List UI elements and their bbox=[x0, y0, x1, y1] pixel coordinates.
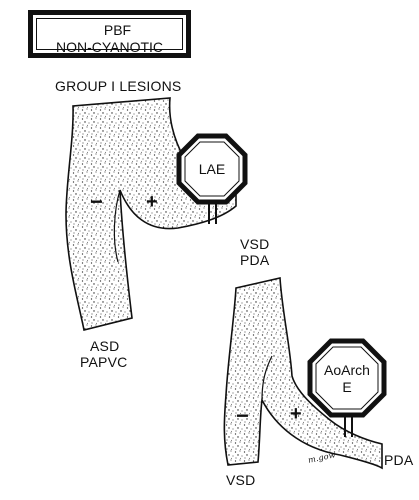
group-title: GROUP I LESIONS bbox=[55, 78, 182, 94]
upper-plus-sign: + bbox=[146, 191, 158, 213]
lower-vessel-split-line bbox=[261, 355, 273, 401]
header-box: PBF NON-CYANOTIC bbox=[28, 10, 191, 58]
upper-right-label-2: PDA bbox=[240, 252, 270, 268]
lower-stop-sign bbox=[307, 338, 387, 418]
header-box-inner: PBF NON-CYANOTIC bbox=[36, 18, 183, 55]
lower-plus-sign: + bbox=[290, 403, 302, 425]
lower-sign-label: AoArch E bbox=[310, 362, 384, 396]
lower-stop-sign-inner bbox=[315, 346, 379, 410]
lower-right-label: PDA bbox=[384, 452, 414, 468]
upper-vessel-split-line bbox=[113, 189, 121, 263]
upper-bottom-label-2: PAPVC bbox=[80, 354, 128, 370]
lower-vessel-shape bbox=[223, 277, 383, 470]
upper-sign-label: LAE bbox=[198, 161, 226, 177]
upper-stop-sign bbox=[176, 133, 248, 205]
upper-minus-sign: − bbox=[90, 189, 104, 214]
lower-minus-sign: − bbox=[236, 403, 250, 428]
upper-right-label-1: VSD bbox=[240, 236, 270, 252]
upper-stop-sign-inner bbox=[184, 141, 240, 197]
lower-sign-label-1: AoArch bbox=[324, 362, 370, 378]
header-line-1: PBF bbox=[103, 22, 132, 38]
lower-left-label: VSD bbox=[226, 472, 256, 488]
header-line-2: NON-CYANOTIC bbox=[55, 39, 164, 55]
upper-vessel-shape bbox=[65, 97, 237, 331]
lower-sign-label-2: E bbox=[342, 379, 352, 395]
upper-bottom-label-1: ASD bbox=[90, 338, 120, 354]
